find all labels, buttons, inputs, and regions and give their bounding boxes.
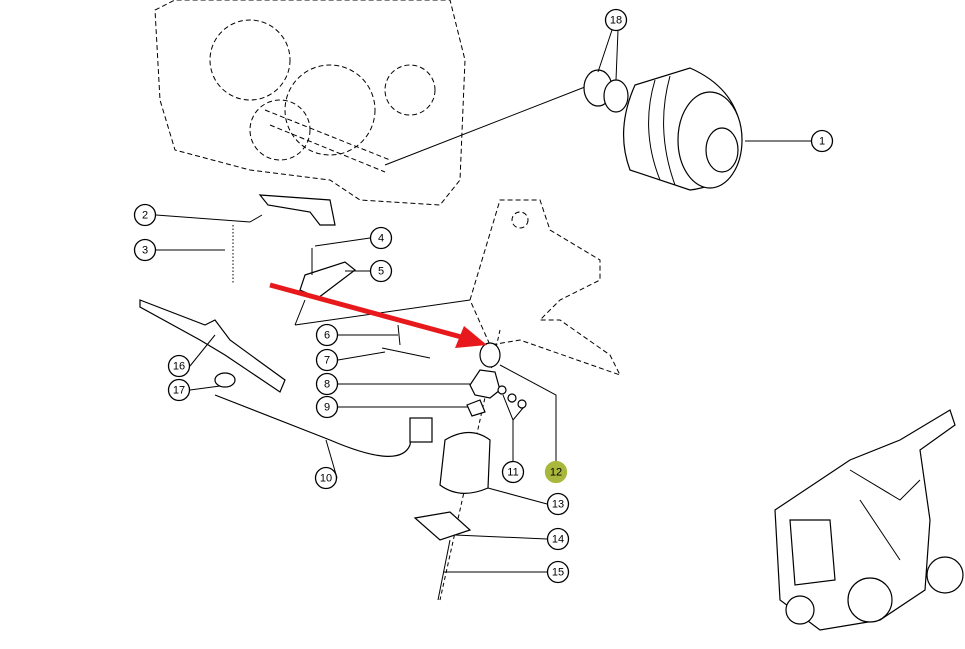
callout-8[interactable]: 8 (315, 372, 339, 396)
callout-circle (544, 460, 568, 484)
callout-1[interactable]: 1 (810, 129, 834, 153)
leader-line-16 (189, 334, 216, 367)
callout-circle (810, 129, 834, 153)
callout-number: 8 (324, 379, 330, 391)
callout-number: 1 (819, 136, 825, 148)
callout-17[interactable]: 17 (167, 378, 191, 402)
callout-12[interactable]: 12 (544, 460, 568, 484)
callout-number: 16 (173, 361, 185, 373)
callout-circle (133, 203, 157, 227)
callout-11[interactable]: 11 (501, 460, 525, 484)
leader-line-7 (337, 351, 386, 361)
leader-lines (155, 140, 811, 573)
callout-2[interactable]: 2 (133, 203, 157, 227)
callout-number: 5 (378, 266, 384, 278)
callout-number: 15 (552, 567, 564, 579)
callout-circle (369, 259, 393, 283)
callout-number: 9 (324, 402, 330, 414)
callout-circle (315, 395, 339, 419)
callout-circle (167, 354, 191, 378)
callout-circle (546, 560, 570, 584)
callout-number: 10 (320, 473, 332, 485)
callout-16[interactable]: 16 (167, 354, 191, 378)
callout-circle (314, 466, 338, 490)
callout-number: 3 (142, 245, 148, 257)
callout-6[interactable]: 6 (315, 323, 339, 347)
callout-circle (546, 492, 570, 516)
callout-circle (604, 8, 628, 32)
callout-number: 17 (173, 385, 185, 397)
callout-number: 12 (550, 467, 562, 479)
callout-circle (369, 226, 393, 250)
callout-7[interactable]: 7 (315, 348, 339, 372)
callout-number: 7 (324, 355, 330, 367)
callout-5[interactable]: 5 (369, 259, 393, 283)
callout-number: 11 (507, 467, 518, 479)
callout-18[interactable]: 18 (604, 8, 628, 32)
callout-13[interactable]: 13 (546, 492, 570, 516)
callout-4[interactable]: 4 (369, 226, 393, 250)
leader-line-17 (189, 385, 221, 391)
red-arrow (269, 282, 487, 348)
callout-circle (167, 378, 191, 402)
callout-14[interactable]: 14 (546, 527, 570, 551)
callout-circle (501, 460, 525, 484)
o-rings (583, 29, 629, 113)
callout-number: 14 (552, 534, 564, 546)
callout-15[interactable]: 15 (546, 560, 570, 584)
callout-circle (133, 238, 157, 262)
callout-9[interactable]: 9 (315, 395, 339, 419)
callout-number: 13 (552, 499, 564, 511)
harvester-thumbnail (774, 409, 964, 631)
small-parts (139, 194, 433, 457)
leader-line-13 (487, 487, 548, 505)
callout-10[interactable]: 10 (314, 466, 338, 490)
callout-3[interactable]: 3 (133, 238, 157, 262)
clutch-unit (623, 67, 743, 191)
callout-circle (546, 527, 570, 551)
callout-circle (315, 372, 339, 396)
leader-line-14 (454, 534, 548, 540)
leader-line-4 (314, 237, 371, 247)
leader-line-2 (155, 214, 251, 223)
leader-line-11 (502, 394, 524, 461)
callout-number: 18 (610, 15, 622, 27)
callout-number: 6 (324, 330, 330, 342)
callout-number: 2 (142, 210, 148, 222)
mounting-bracket (294, 199, 621, 376)
callout-number: 4 (378, 233, 384, 245)
solenoid-assembly (413, 329, 527, 601)
leader-line-12 (499, 364, 557, 461)
callout-circle (315, 348, 339, 372)
callout-circle (315, 323, 339, 347)
gearbox-housing (154, 0, 591, 206)
